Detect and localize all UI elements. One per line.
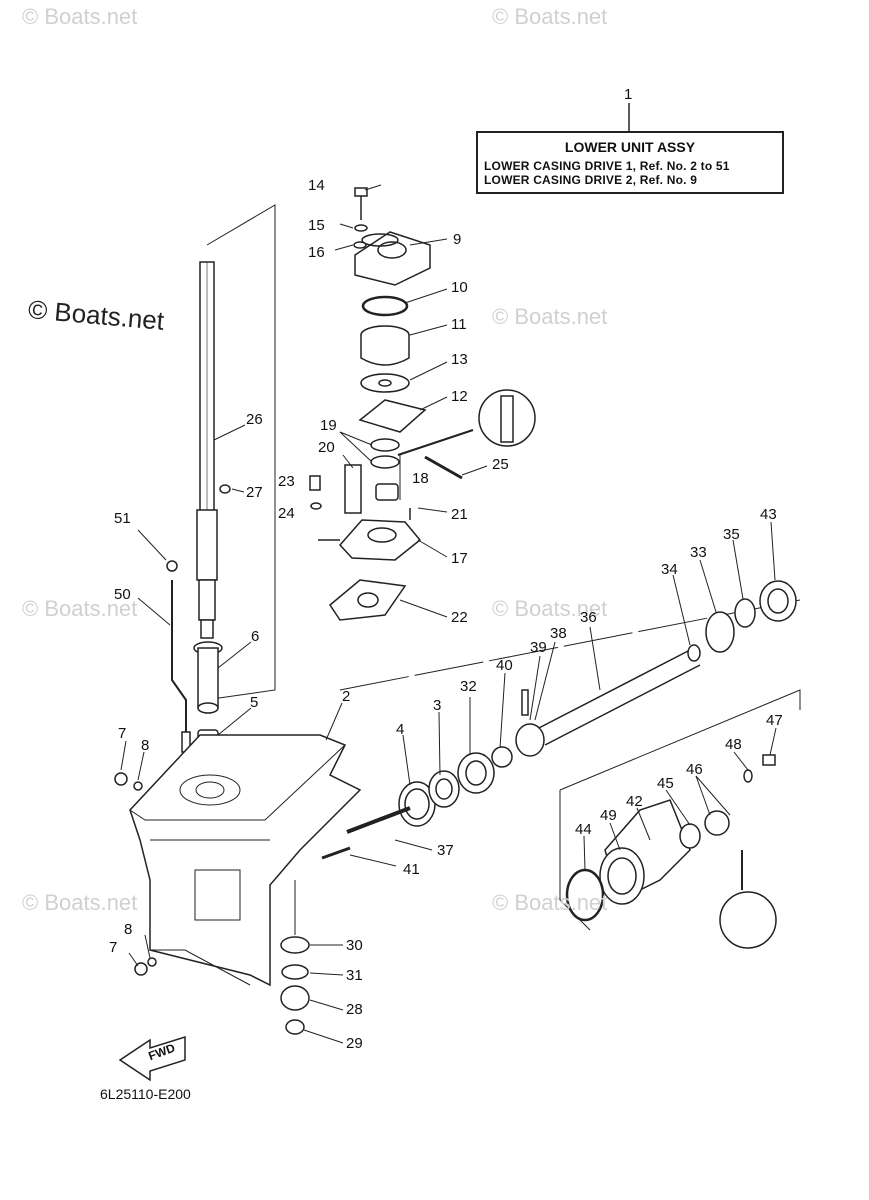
impeller (360, 373, 410, 393)
callout-39: 39 (530, 639, 547, 656)
drawing-code: 6L25110-E200 (100, 1086, 191, 1102)
callout-35: 35 (723, 526, 740, 543)
callout-19: 19 (320, 417, 337, 434)
callout-5: 5 (250, 694, 259, 711)
title-line-2: LOWER CASING DRIVE 2, Ref. No. 9 (484, 173, 698, 187)
callout-3: 3 (433, 697, 442, 714)
callout-27: 27 (246, 484, 263, 501)
callout-26: 26 (246, 411, 263, 428)
callout-9: 9 (453, 231, 462, 248)
callout-18: 18 (412, 470, 429, 487)
callout-28: 28 (346, 1001, 363, 1018)
callout-6: 6 (251, 628, 260, 645)
callout-49: 49 (600, 807, 617, 824)
fwd-arrow-icon (118, 1035, 186, 1082)
lower-casing (129, 734, 362, 987)
callout-42: 42 (626, 793, 643, 810)
callout-10: 10 (451, 279, 468, 296)
callout-37: 37 (437, 842, 454, 859)
callout-4: 4 (396, 721, 405, 738)
callout-7: 7 (118, 725, 127, 742)
callout-2: 2 (342, 688, 351, 705)
drive-shaft (196, 261, 218, 639)
callout-32: 32 (460, 678, 477, 695)
watermark: © Boats.net (492, 596, 608, 621)
pump-housing (354, 231, 431, 286)
callout-44: 44 (575, 821, 592, 838)
parts-drawing (114, 103, 801, 1082)
watermark: © Boats.net (492, 4, 608, 29)
callout-38: 38 (550, 625, 567, 642)
callout-47: 47 (766, 712, 783, 729)
callout-17: 17 (451, 550, 468, 567)
callout-41: 41 (403, 861, 420, 878)
title-block: LOWER UNIT ASSY LOWER CASING DRIVE 1, Re… (476, 131, 784, 194)
callout-11: 11 (451, 316, 467, 333)
propeller-shaft (515, 649, 701, 757)
watermark: © Boats.net (22, 4, 138, 29)
propeller-shaft-housing (565, 799, 730, 922)
callout-24: 24 (278, 505, 295, 522)
callout-7: 7 (109, 939, 118, 956)
callout-1: 1 (624, 86, 633, 103)
callout-15: 15 (308, 217, 325, 234)
callout-30: 30 (346, 937, 363, 954)
callout-21: 21 (451, 506, 468, 523)
callout-14: 14 (308, 177, 325, 194)
callout-50: 50 (114, 586, 131, 603)
callout-33: 33 (690, 544, 707, 561)
callout-48: 48 (725, 736, 742, 753)
callout-29: 29 (346, 1035, 363, 1052)
callout-45: 45 (657, 775, 674, 792)
watermark: © Boats.net (22, 890, 138, 915)
callout-16: 16 (308, 244, 325, 261)
callout-31: 31 (346, 967, 363, 984)
callout-25: 25 (492, 456, 509, 473)
callout-23: 23 (278, 473, 295, 490)
sleeve (193, 641, 223, 714)
watermark: © Boats.net (492, 890, 608, 915)
pump-case (338, 519, 422, 561)
callout-43: 43 (760, 506, 777, 523)
watermark: © Boats.net (492, 304, 608, 329)
callout-8: 8 (141, 737, 150, 754)
callout-51: 51 (114, 510, 131, 527)
callout-8: 8 (124, 921, 133, 938)
callout-34: 34 (661, 561, 678, 578)
title-heading: LOWER UNIT ASSY (564, 139, 696, 155)
title-line-1: LOWER CASING DRIVE 1, Ref. No. 2 to 51 (484, 159, 730, 173)
forward-gear (398, 746, 513, 827)
callout-12: 12 (451, 388, 468, 405)
callout-40: 40 (496, 657, 513, 674)
callout-20: 20 (318, 439, 335, 456)
callout-22: 22 (451, 609, 468, 626)
watermark: © Boats.net (22, 596, 138, 621)
callout-36: 36 (580, 609, 597, 626)
callout-13: 13 (451, 351, 468, 368)
insert-cartridge (360, 325, 410, 366)
callout-46: 46 (686, 761, 703, 778)
